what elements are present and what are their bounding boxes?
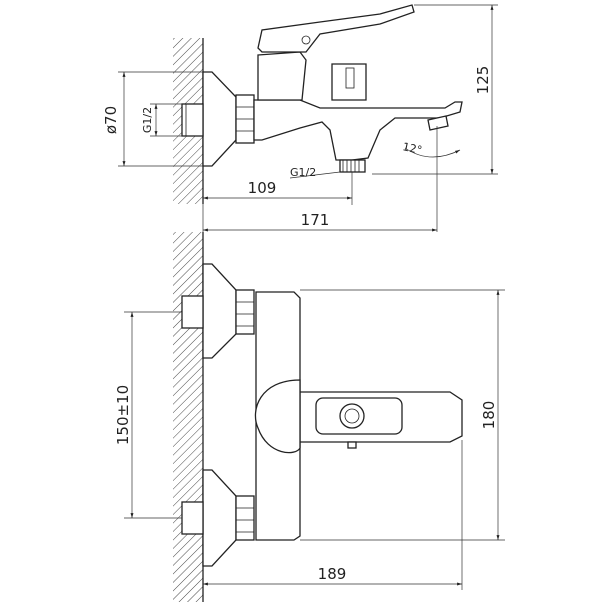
cartridge-housing	[257, 51, 307, 101]
diverter-knob	[331, 63, 367, 101]
wall-flange	[202, 71, 237, 167]
center-distance-label: 150±10	[114, 385, 132, 445]
dim-171-label: 171	[301, 211, 330, 229]
wall-diameter-label: ø70	[102, 106, 120, 134]
wall-hatch-bottom	[173, 232, 203, 602]
round-housing	[254, 379, 301, 454]
lower-flange	[202, 469, 237, 567]
inlet-pipe	[181, 103, 204, 137]
mixer-body-side	[253, 99, 463, 161]
inlet-thread-label: G1/2	[141, 107, 154, 133]
diverter-button	[339, 403, 365, 429]
height-125-label: 125	[474, 66, 492, 95]
upper-nut	[235, 289, 255, 335]
outlet-thread	[339, 159, 366, 173]
spout-aerator	[427, 115, 449, 131]
upper-flange	[202, 263, 237, 359]
front-view: 150±10 180 189	[114, 232, 505, 602]
lower-nut	[235, 495, 255, 541]
width-189-label: 189	[318, 565, 347, 583]
side-view: 12° ø70 G1/2 G1/2 125 109 171	[102, 4, 498, 236]
dim-109-label: 109	[248, 179, 277, 197]
spout-angle-label: 12°	[401, 140, 423, 157]
height-180-label: 180	[480, 401, 498, 430]
lever-handle	[257, 4, 415, 53]
outlet-thread-label: G1/2	[290, 166, 316, 179]
